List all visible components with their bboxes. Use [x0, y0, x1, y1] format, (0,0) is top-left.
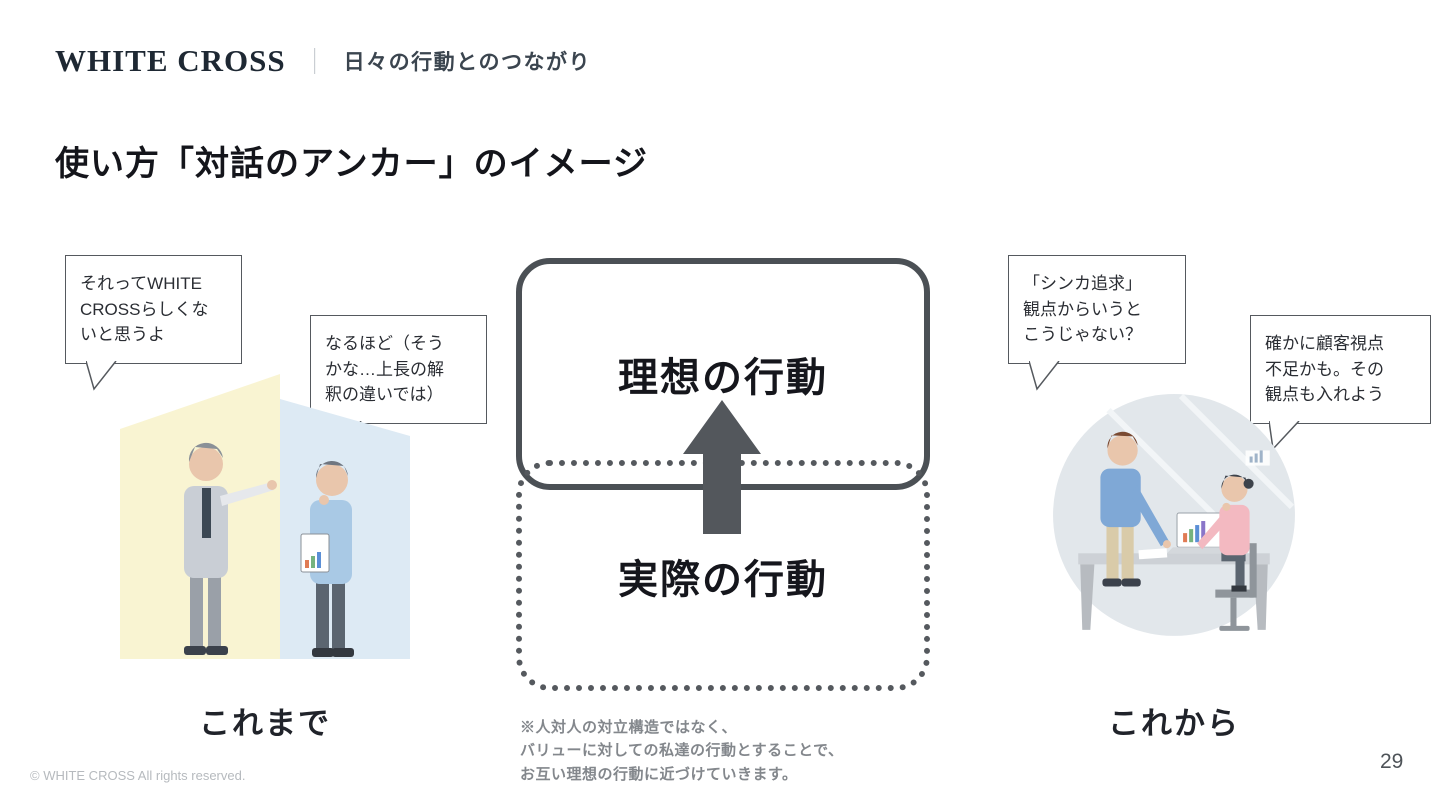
speech-bubble-text: 「シンカ追求」 観点からいうと こうじゃない？	[1023, 274, 1142, 344]
page-title: 使い方「対話のアンカー」のイメージ	[55, 145, 648, 183]
speech-bubble-right-2: 確かに顧客視点 不足かも。その 観点も入れよう	[1250, 315, 1431, 451]
page-number: 29	[1380, 750, 1404, 773]
header: WHITE CROSS ｜ 日々の行動とのつながり	[55, 42, 591, 79]
actual-behavior-label: 実際の行動	[618, 557, 828, 602]
speech-bubble-text: なるほど（そう かな…上長の解 釈の違いでは）	[325, 334, 444, 404]
bubble-tail-icon	[86, 360, 117, 391]
note-text: ※人対人の対立構造ではなく、 バリューに対しての私達の行動とすることで、 お互い…	[520, 719, 844, 783]
bubble-tail-icon	[1029, 360, 1060, 391]
ideal-behavior-label: 理想の行動	[618, 356, 828, 400]
illustration-after-icon	[1048, 392, 1300, 644]
header-subtitle: 日々の行動とのつながり	[343, 50, 591, 74]
copyright: © WHITE CROSS All rights reserved.	[30, 768, 246, 783]
label-after: これから	[1108, 706, 1240, 741]
speech-bubble-text: それってWHITE CROSSらしくな いと思うよ	[80, 274, 209, 344]
speech-bubble-left-1: それってWHITE CROSSらしくな いと思うよ	[65, 255, 242, 391]
label-before: これまで	[199, 706, 331, 741]
illustration-before-icon	[120, 373, 410, 660]
speech-bubble-right-1: 「シンカ追求」 観点からいうと こうじゃない？	[1008, 255, 1186, 391]
header-divider: ｜	[301, 47, 328, 77]
up-arrow-icon	[683, 400, 761, 534]
speech-bubble-text: 確かに顧客視点 不足かも。その 観点も入れよう	[1265, 334, 1384, 404]
logo: WHITE CROSS	[55, 42, 286, 78]
